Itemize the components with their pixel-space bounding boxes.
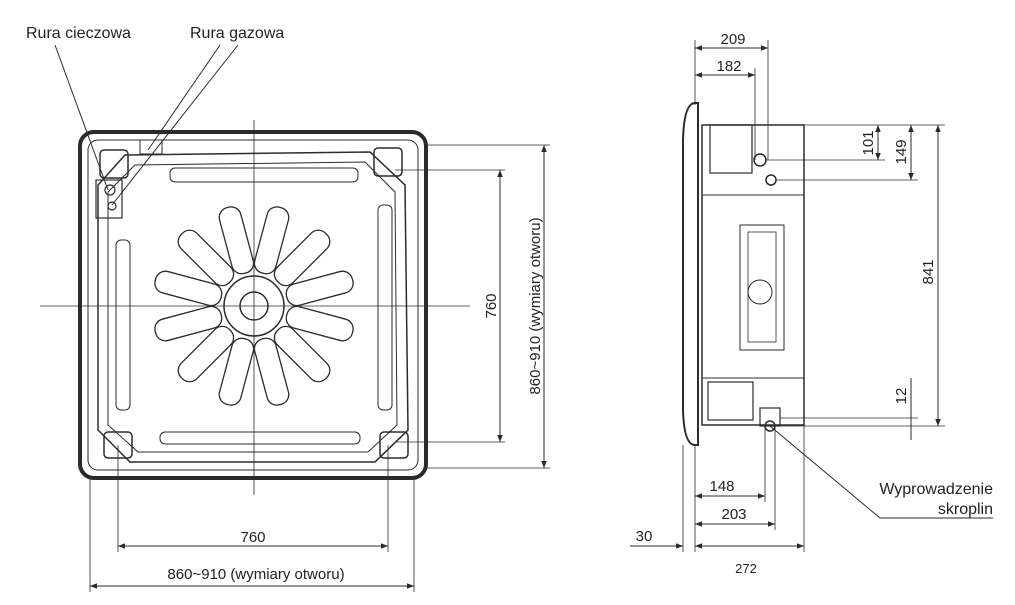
dim-101: 101: [860, 130, 877, 155]
panel-profile: [682, 102, 699, 446]
front-view: Rura cieczowa Rura gazowa 760 860~910 (w…: [26, 25, 550, 592]
drain-label-line1: Wyprowadzenie: [879, 481, 993, 498]
bottom-slot: [159, 431, 361, 445]
dim-12: 12: [893, 388, 910, 405]
drain-outlet: [764, 420, 776, 432]
fan-blade: [154, 305, 223, 342]
dim-182: 182: [716, 58, 741, 75]
panel-inner-frame: [87, 139, 419, 471]
gas-leader-2: [147, 44, 221, 151]
service-opening: [747, 279, 773, 305]
dim-opening-vertical: 860~910 (wymiary otworu): [527, 217, 544, 394]
fan-blade: [273, 325, 331, 383]
bottom-bracket: [707, 381, 754, 421]
gas-pipe-port: [753, 153, 767, 167]
drain-port: [759, 407, 781, 427]
fan-blade: [218, 337, 255, 406]
dim-272: 272: [735, 561, 757, 576]
liquid-pipe-label: Rura cieczowa: [26, 25, 131, 42]
fan-blade: [177, 325, 235, 383]
corner-bracket-br: [379, 431, 409, 459]
dim-opening-horizontal: 860~910 (wymiary otworu): [167, 566, 344, 583]
unit-body-side: [701, 124, 805, 426]
service-panel: [739, 224, 785, 351]
fan-blade: [285, 270, 354, 307]
fan-blades: [154, 206, 354, 406]
gas-pipe-leader: [111, 44, 239, 206]
dim-30: 30: [636, 528, 653, 545]
fan-blade: [218, 206, 255, 275]
dim-148: 148: [709, 478, 734, 495]
drain-leader: [769, 425, 993, 519]
dim-209: 209: [720, 31, 745, 48]
fan-blade: [177, 229, 235, 287]
fan-blade: [253, 206, 290, 275]
side-view: 209 182 101 149 841 12 148 203 30 272 Wy…: [630, 31, 993, 576]
unit-body-inner: [107, 161, 398, 453]
liquid-pipe-port: [765, 174, 777, 186]
gas-pipe-label: Rura gazowa: [190, 25, 284, 42]
dim-203: 203: [721, 506, 746, 523]
unit-body-octagon: [97, 151, 409, 463]
top-bracket: [709, 124, 753, 174]
fan-blade: [273, 229, 331, 287]
liquid-pipe-leader: [54, 44, 109, 191]
service-panel-inner: [747, 231, 777, 343]
fan-blade: [154, 270, 223, 307]
top-slot: [169, 167, 359, 183]
dim-760-horizontal: 760: [240, 529, 265, 546]
dim-841: 841: [920, 259, 937, 284]
drain-label-line2: skroplin: [938, 501, 993, 518]
fan-blade: [253, 337, 290, 406]
dim-149: 149: [893, 139, 910, 164]
pipe-fittings: [95, 139, 163, 219]
corner-bracket-tl: [99, 149, 129, 179]
left-slot: [115, 239, 131, 411]
right-slot: [377, 204, 393, 411]
fan-blade: [285, 305, 354, 342]
panel-outer-frame: [78, 130, 428, 480]
dim-760-vertical: 760: [483, 293, 500, 318]
corner-bracket-tr: [373, 147, 403, 177]
